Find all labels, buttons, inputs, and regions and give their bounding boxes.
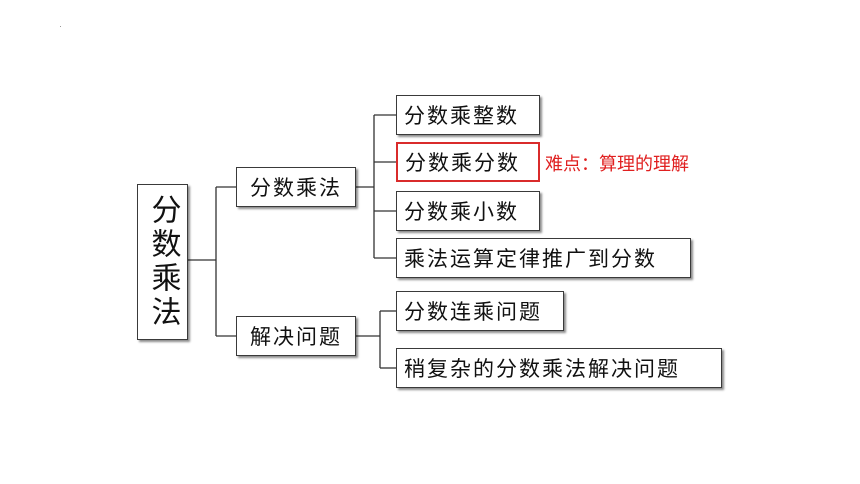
leaf-label: 稍复杂的分数乘法解决问题 [404,357,680,381]
leaf-label: 分数连乘问题 [404,300,542,324]
difficulty-note: 难点：算理的理解 [545,154,689,175]
leaf-label: 分数乘分数 [405,151,520,175]
leaf-node: 分数乘整数 [396,95,540,135]
stray-dot [60,26,61,27]
branch-node-fraction-multiplication: 分数乘法 [236,167,356,207]
leaf-node: 稍复杂的分数乘法解决问题 [396,348,722,388]
leaf-node-highlighted: 分数乘分数 [396,142,540,182]
leaf-label: 乘法运算定律推广到分数 [404,247,657,271]
leaf-node: 分数连乘问题 [396,291,564,331]
branch-label: 分数乘法 [250,176,342,200]
root-node: 分数乘法 [137,184,188,340]
leaf-label: 分数乘整数 [404,104,519,128]
branch-label: 解决问题 [250,325,342,349]
root-label: 分数乘法 [145,194,181,330]
leaf-node: 分数乘小数 [396,191,540,231]
leaf-label: 分数乘小数 [404,200,519,224]
leaf-node: 乘法运算定律推广到分数 [396,238,691,278]
branch-node-problem-solving: 解决问题 [236,316,356,356]
